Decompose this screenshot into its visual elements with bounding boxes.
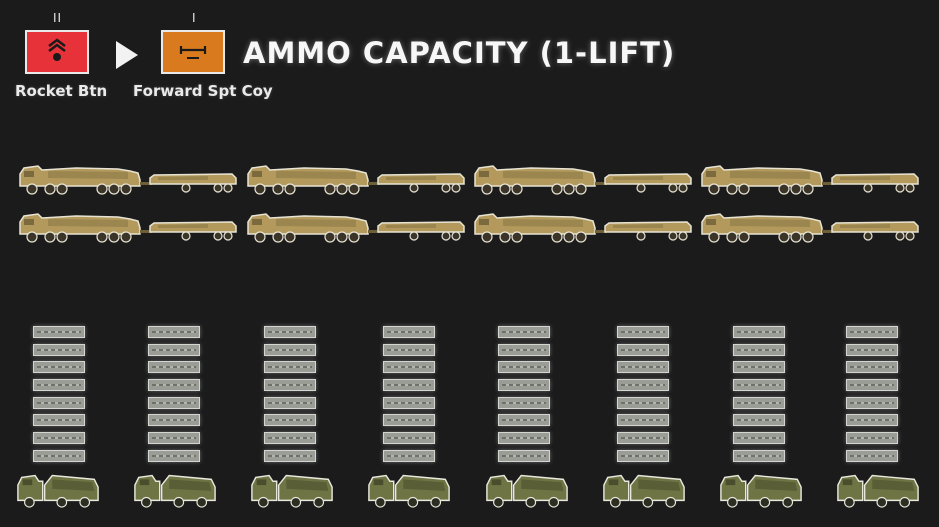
ammo-crate-icon (33, 343, 85, 356)
ammo-crate-icon (33, 379, 85, 392)
ammo-crate-stack (617, 326, 671, 468)
ammo-crate-icon (498, 414, 550, 427)
ammo-crate-icon (148, 432, 200, 445)
ammo-crate-stack (264, 326, 318, 468)
ammo-crate-icon (846, 432, 898, 445)
ammo-crate-icon (383, 326, 435, 338)
ammo-crate-icon (498, 361, 550, 374)
heavy-transport-truck-icon (19, 213, 237, 243)
ammo-crate-icon (846, 326, 898, 338)
rocket-launcher-truck-icon (251, 474, 333, 508)
ammo-crate-icon (733, 379, 785, 392)
ammo-crate-icon (148, 379, 200, 392)
ammo-crate-icon (846, 396, 898, 409)
ammo-crate-icon (733, 361, 785, 374)
rocket-launcher-truck-icon (603, 474, 685, 508)
heavy-transport-truck-icon (701, 165, 919, 195)
ammo-crate-icon (733, 432, 785, 445)
ammo-crate-icon (498, 449, 550, 462)
ammo-crate-icon (383, 396, 435, 409)
echelon-marker-battalion: II (53, 11, 63, 25)
page-title: AMMO CAPACITY (1-LIFT) (243, 36, 676, 70)
ammo-crate-icon (383, 432, 435, 445)
ammo-crate-stack (498, 326, 552, 468)
ammo-crate-icon (148, 343, 200, 356)
ammo-crate-icon (617, 449, 669, 462)
ammo-crate-icon (264, 449, 316, 462)
heavy-transport-truck-icon (19, 165, 237, 195)
heavy-transport-truck-icon (474, 213, 692, 243)
support-unit-icon (161, 30, 225, 74)
ammo-crate-icon (383, 449, 435, 462)
ammo-crate-icon (264, 432, 316, 445)
ammo-crate-stack (733, 326, 787, 468)
ammo-crate-icon (264, 361, 316, 374)
unit-label-forward-spt-coy: Forward Spt Coy (133, 82, 273, 100)
ammo-crate-icon (33, 361, 85, 374)
rocket-unit-icon (25, 30, 89, 74)
ammo-crate-icon (617, 361, 669, 374)
ammo-crate-icon (33, 326, 85, 338)
rocket-launcher-truck-icon (837, 474, 919, 508)
ammo-crate-icon (846, 343, 898, 356)
ammo-crate-icon (498, 343, 550, 356)
ammo-crate-stack (383, 326, 437, 468)
ammo-crate-icon (733, 396, 785, 409)
ammo-crate-icon (148, 414, 200, 427)
ammo-crate-stack (33, 326, 87, 468)
ammo-crate-icon (617, 379, 669, 392)
ammo-crate-icon (148, 361, 200, 374)
ammo-crate-icon (264, 379, 316, 392)
ammo-crate-icon (383, 343, 435, 356)
ammo-crate-icon (617, 396, 669, 409)
ammo-crate-icon (33, 432, 85, 445)
ammo-crate-icon (498, 396, 550, 409)
ammo-crate-stack (148, 326, 202, 468)
ammo-crate-icon (33, 396, 85, 409)
rocket-launcher-truck-icon (368, 474, 450, 508)
ammo-crate-icon (846, 449, 898, 462)
ammo-crate-icon (733, 343, 785, 356)
heavy-transport-truck-icon (701, 213, 919, 243)
heavy-transport-truck-icon (247, 165, 465, 195)
rocket-launcher-truck-icon (134, 474, 216, 508)
ammo-crate-icon (846, 379, 898, 392)
ammo-crate-icon (733, 449, 785, 462)
ammo-crate-icon (264, 414, 316, 427)
ammo-crate-icon (498, 432, 550, 445)
ammo-crate-icon (264, 343, 316, 356)
ammo-crate-icon (733, 414, 785, 427)
ammo-crate-icon (383, 379, 435, 392)
ammo-crate-icon (617, 343, 669, 356)
heavy-transport-truck-icon (474, 165, 692, 195)
ammo-crate-icon (148, 396, 200, 409)
ammo-crate-icon (33, 414, 85, 427)
ammo-crate-icon (383, 361, 435, 374)
heavy-transport-truck-icon (247, 213, 465, 243)
ammo-crate-icon (148, 449, 200, 462)
rocket-launcher-truck-icon (720, 474, 802, 508)
ammo-crate-icon (733, 326, 785, 338)
ammo-crate-icon (148, 326, 200, 338)
ammo-crate-icon (498, 326, 550, 338)
ammo-crate-icon (617, 414, 669, 427)
echelon-marker-company: I (192, 11, 197, 25)
ammo-crate-stack (846, 326, 900, 468)
ammo-crate-icon (383, 414, 435, 427)
unit-label-rocket-btn: Rocket Btn (15, 82, 108, 100)
ammo-crate-icon (264, 326, 316, 338)
play-arrow-icon (116, 41, 138, 69)
ammo-crate-icon (498, 379, 550, 392)
ammo-crate-icon (264, 396, 316, 409)
ammo-crate-icon (33, 449, 85, 462)
ammo-crate-icon (617, 432, 669, 445)
rocket-launcher-truck-icon (17, 474, 99, 508)
ammo-crate-icon (846, 361, 898, 374)
rocket-launcher-truck-icon (486, 474, 568, 508)
ammo-crate-icon (846, 414, 898, 427)
ammo-crate-icon (617, 326, 669, 338)
